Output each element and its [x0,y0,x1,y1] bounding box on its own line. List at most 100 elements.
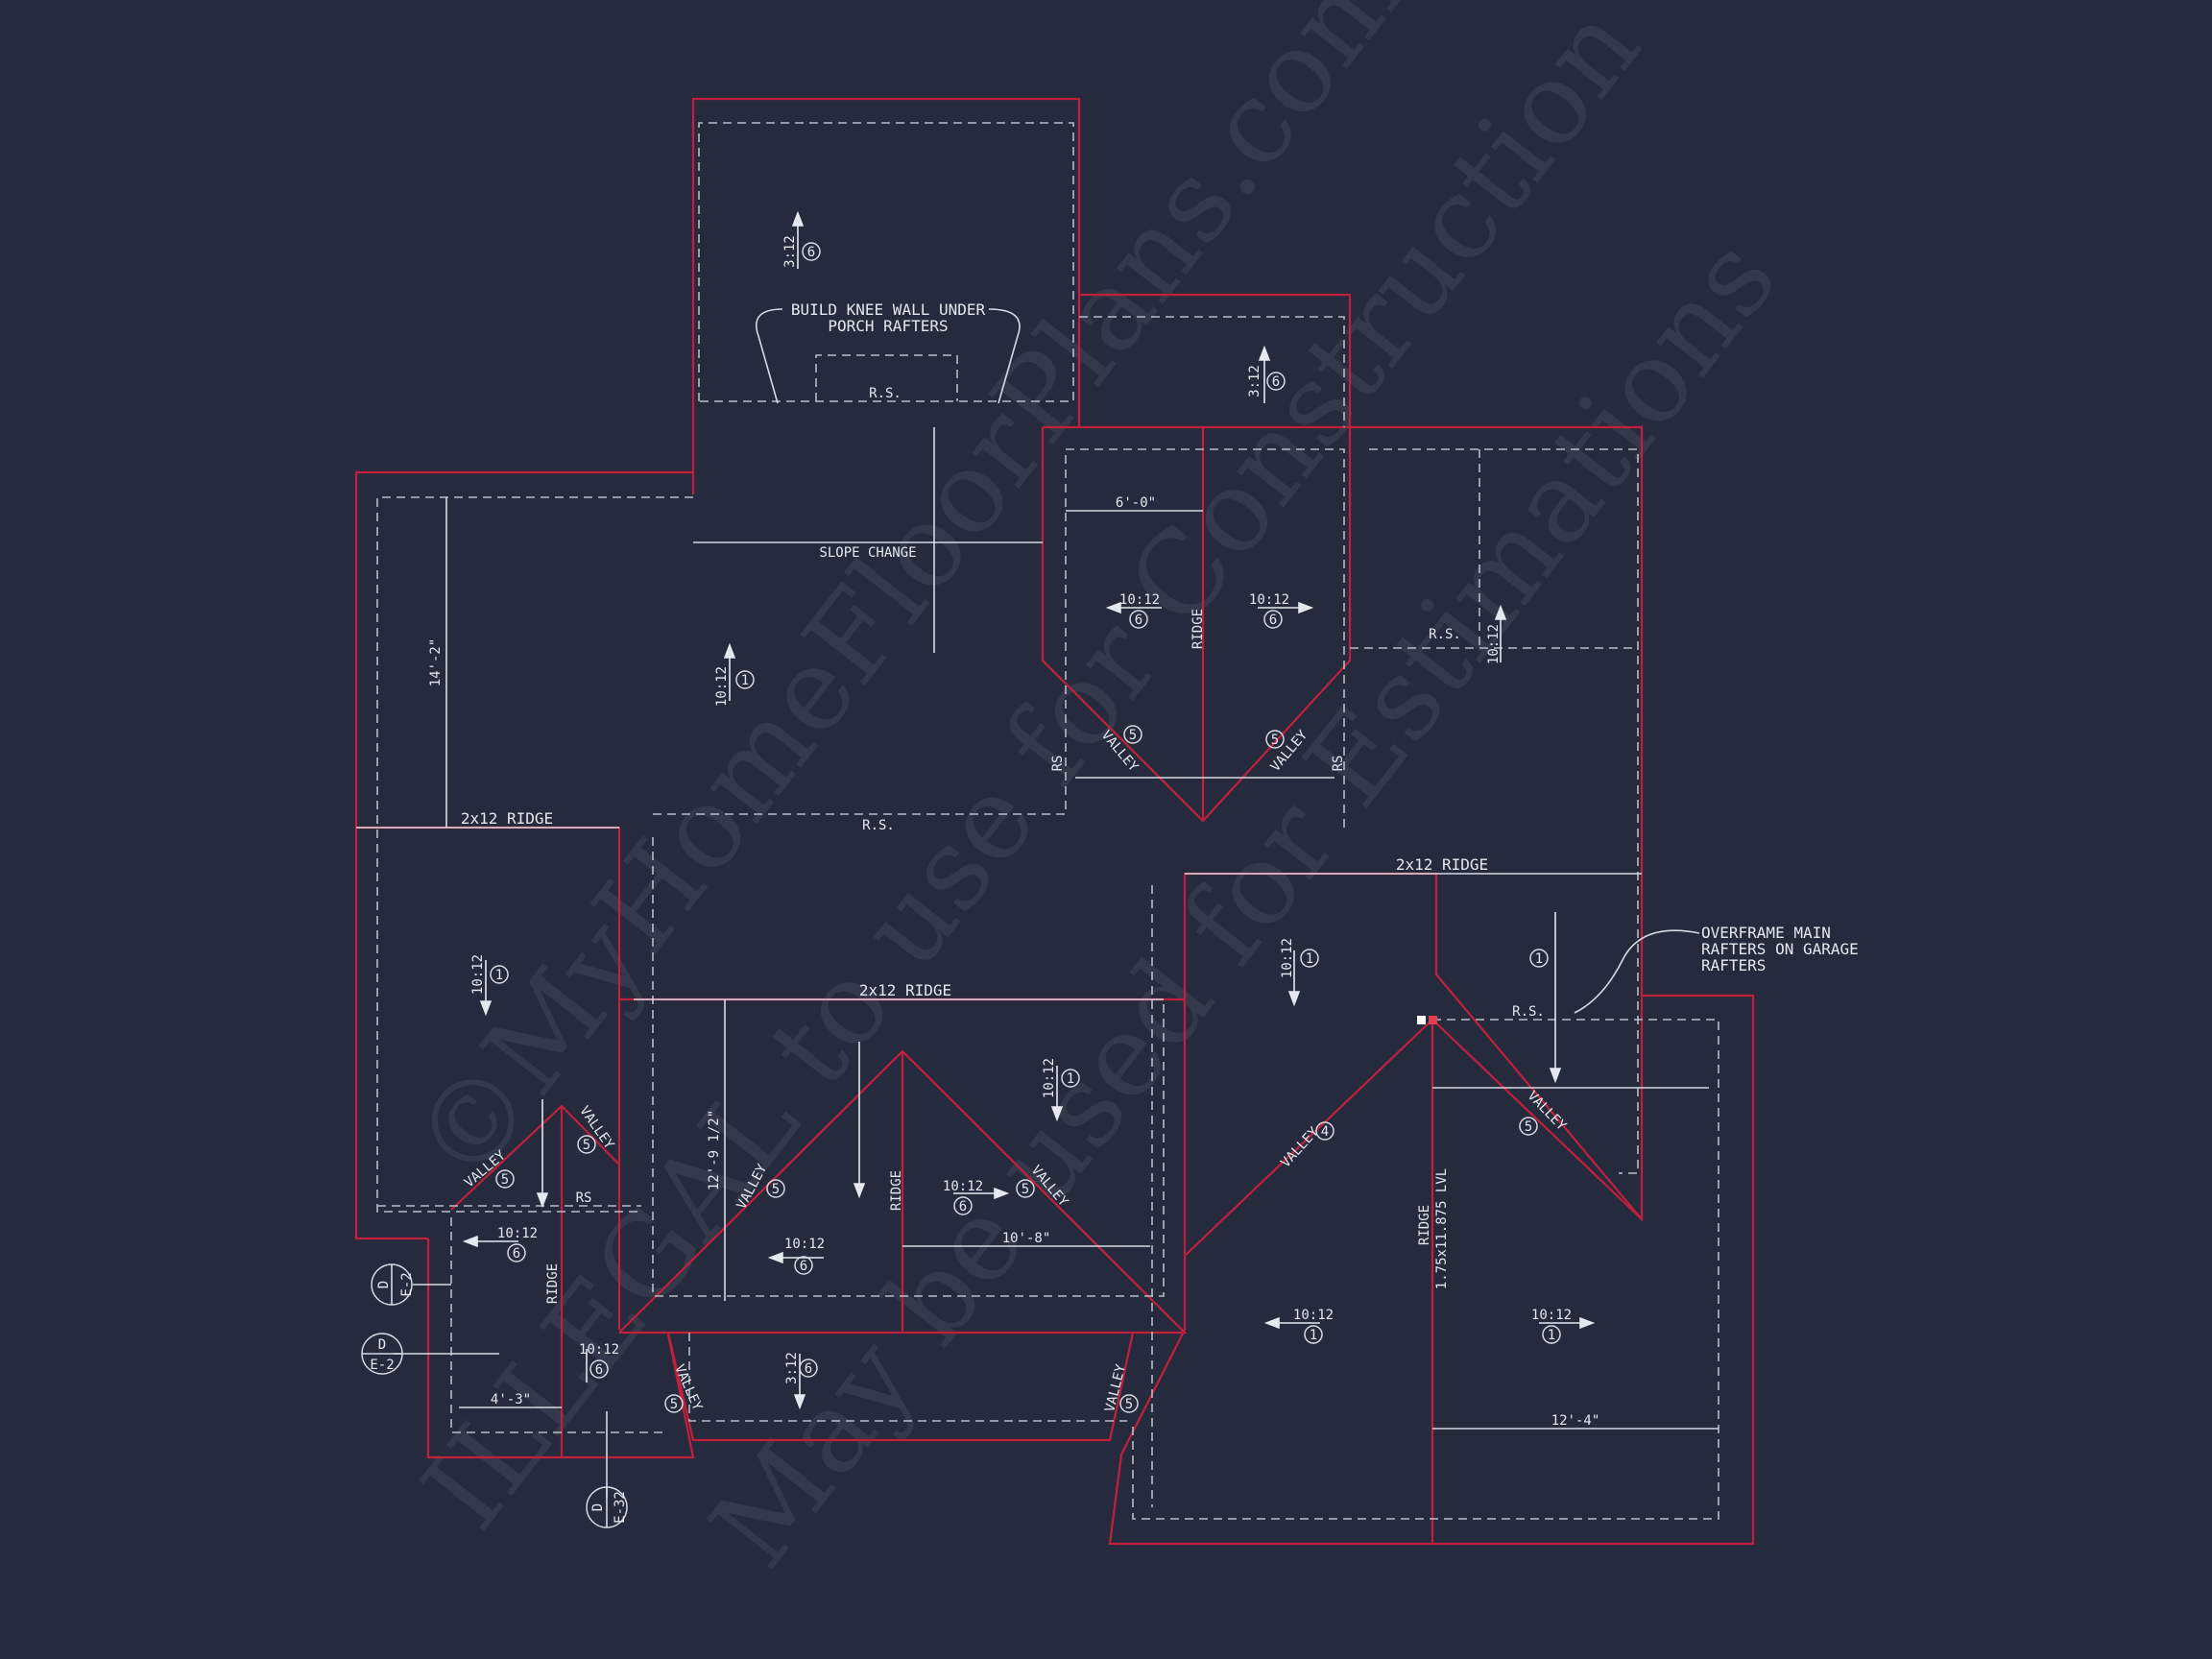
ridge-label-front-gable: RIDGE [889,1170,904,1211]
callout-valley-bay-left: 5 [1129,728,1137,743]
linework [356,308,1719,1498]
pitch-garage-left: 10:12 [1280,938,1295,978]
callout-valley-porch-right: 5 [1125,1397,1133,1412]
knee-wall-note-2: PORCH RAFTERS [828,317,948,335]
lvl-label-garage: 1.75x11.875 LVL [1434,1168,1450,1289]
slope-change-note: SLOPE CHANGE [819,545,916,561]
callout-left-bay: 6 [513,1246,520,1262]
ridge-label-left: 2x12 RIDGE [461,809,553,828]
callout-front-center: 6 [959,1199,967,1214]
front-porch-outline [666,1332,1135,1442]
pitch-left-bay-bottom: 10:12 [579,1342,619,1358]
dimension-10-8: 10'-8" [1002,1231,1051,1246]
callout-garage-right: 1 [1535,951,1543,967]
section-mark-1-letter: D [376,1281,392,1288]
rs-label-garage: R.S. [1512,1004,1545,1020]
overframe-note-1: OVERFRAME MAIN [1701,924,1831,942]
section-mark-2-letter: D [378,1337,386,1353]
pitch-main: 10:12 [714,666,730,707]
callout-bay-left: 6 [1135,613,1142,628]
dash-garage [1132,1019,1719,1520]
callout-front-left: 6 [800,1259,807,1274]
dash-front-porch [688,1333,1127,1422]
dash-center-rs [653,449,1067,815]
pitch-bay-left: 10:12 [1119,592,1160,608]
pitch-bay-right: 10:12 [1249,592,1289,608]
rs-label-porch: R.S. [869,386,902,401]
section-mark-3-letter: D [590,1503,606,1511]
callout-main: 1 [741,673,749,688]
lvl-connector-red [1429,1016,1437,1024]
slope-callout-circles [490,242,1561,1413]
pitch-front-center: 10:12 [943,1179,983,1194]
ridge-label-right: 2x12 RIDGE [1396,855,1488,874]
callout-garage-left: 1 [1306,951,1313,967]
dash-bay [1066,448,1345,828]
dash-right [1369,448,1639,1174]
callout-bay-right: 6 [1269,613,1277,628]
watermark-line-2: ILLEGAL to use for Construction [397,0,1665,1552]
dimension-12-4: 12'-4" [1551,1413,1600,1429]
section-marks [361,1263,628,1528]
callout-valley-garage-left: 4 [1321,1124,1329,1140]
callout-upper-right: 6 [1272,374,1280,390]
overframe-note-2: RAFTERS ON GARAGE [1701,940,1859,958]
overframe-note-3: RAFTERS [1701,956,1766,974]
pitch-upper-right: 3:12 [1247,365,1262,397]
dimension-6-0: 6'-0" [1116,495,1156,511]
rs-label-center: R.S. [862,818,895,833]
pitch-arrows [462,210,1596,1410]
callout-valley-front-right: 5 [1022,1182,1029,1197]
ridge-label-left-bay: RIDGE [545,1263,561,1304]
callout-front-porch: 6 [805,1361,812,1377]
pitch-front-porch: 3:12 [784,1352,800,1384]
dash-upper-right [1079,316,1345,427]
callout-valley-left-bay-left: 5 [501,1172,509,1188]
porch-outline [691,97,1081,494]
callout-garage-bottom-left: 1 [1310,1328,1317,1343]
rs-label-right: R.S. [1429,627,1461,642]
pitch-garage-bottom-right: 10:12 [1531,1308,1572,1323]
callout-valley-porch-left: 5 [670,1397,678,1412]
dashed-walls [376,122,1719,1520]
dash-front [652,837,1165,1297]
dash-porch [698,122,1074,402]
callout-valley-bay-right: 5 [1271,733,1279,748]
section-mark-2-sheet: E-2 [370,1358,394,1373]
overframe-leader [1574,929,1700,1014]
rs-label-bay-left: RS [1050,756,1066,772]
callout-left-wing: 1 [495,968,503,983]
ridge-label-garage: RIDGE [1417,1205,1432,1245]
pitch-porch: 3:12 [782,235,798,268]
callout-valley-garage-right: 5 [1525,1119,1532,1135]
dimension-14-2: 14'-2" [428,638,444,687]
main-left-outline [354,470,693,1240]
dash-knee-wall [815,354,958,401]
dimension-12-9: 12'-9 1/2" [707,1110,722,1190]
callout-garage-bottom-right: 1 [1548,1328,1555,1343]
pitch-left-wing: 10:12 [470,954,486,995]
pitch-left-bay: 10:12 [497,1226,538,1241]
knee-wall-note-1: BUILD KNEE WALL UNDER [791,301,986,319]
rs-label-bay-right: RS [1331,756,1346,772]
rs-label-left: RS [576,1190,592,1206]
valley-label-garage-left: VALLEY [1278,1124,1322,1171]
callout-valley-left-bay-right: 5 [583,1138,590,1153]
bay-outline [1041,425,1352,823]
ridge-label-front: 2x12 RIDGE [859,981,951,999]
knee-wall-leader-left [756,308,783,404]
pitch-garage-bottom-left: 10:12 [1293,1308,1334,1323]
section-mark-3-sheet: E-32 [613,1491,628,1524]
knee-wall-leader-right [988,308,1021,404]
callout-left-bay-bottom: 6 [595,1362,603,1378]
lvl-connector [1417,1016,1426,1024]
ridge-label-bay: RIDGE [1190,609,1206,649]
section-mark-1-sheet: E-2 [399,1272,415,1296]
pitch-front-left: 10:12 [784,1237,825,1252]
callout-valley-front-left: 5 [772,1182,780,1197]
callout-front-right: 1 [1067,1071,1074,1087]
dimension-4-3: 4'-3" [491,1392,531,1407]
callout-porch: 6 [807,245,815,260]
